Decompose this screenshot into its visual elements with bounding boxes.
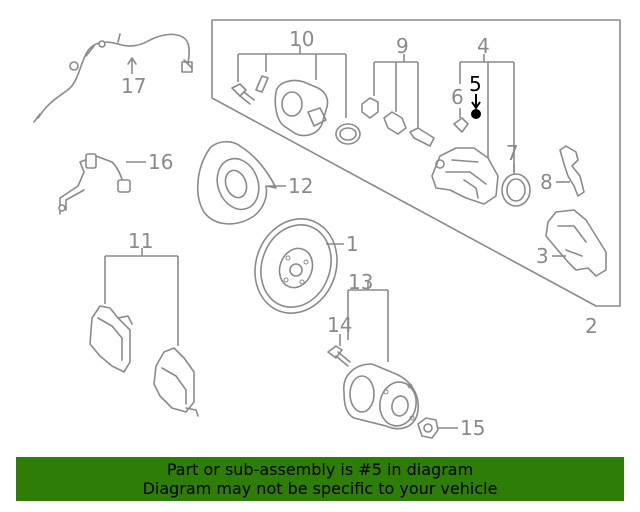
callout-5-highlighted: 5 bbox=[469, 72, 482, 96]
callout-8: 8 bbox=[540, 170, 553, 194]
banner-line-1: Part or sub-assembly is #5 in diagram bbox=[166, 460, 474, 479]
part-caliper-body bbox=[431, 147, 499, 205]
part-1-brake-rotor bbox=[254, 218, 344, 314]
callout-1: 1 bbox=[346, 232, 359, 256]
callout-3: 3 bbox=[536, 244, 549, 268]
part-16-hose-bracket bbox=[58, 153, 146, 215]
part-15-hub-nut bbox=[417, 417, 458, 439]
caliper-assembly-box bbox=[211, 19, 621, 307]
part-6-bleeder bbox=[453, 108, 469, 133]
part-7-piston-seal bbox=[501, 164, 531, 207]
part-9-guide-pins bbox=[361, 54, 435, 147]
parts-diagram: 17 16 11 12 bbox=[33, 19, 621, 440]
callout-6: 6 bbox=[451, 85, 464, 109]
callout-13: 13 bbox=[348, 270, 373, 294]
callout-12: 12 bbox=[288, 174, 313, 198]
callout-17: 17 bbox=[121, 74, 146, 98]
callout-11: 11 bbox=[128, 229, 153, 253]
part-14-hub-bolt bbox=[327, 334, 351, 367]
part-4-caliper-callouts bbox=[459, 54, 515, 172]
callout-7: 7 bbox=[506, 141, 519, 165]
part-12-dust-shield bbox=[196, 140, 286, 225]
info-banner: Part or sub-assembly is #5 in diagram Di… bbox=[16, 457, 624, 501]
callout-10: 10 bbox=[289, 27, 314, 51]
callout-15: 15 bbox=[460, 416, 485, 440]
callout-9: 9 bbox=[396, 34, 409, 58]
callout-2: 2 bbox=[585, 314, 598, 338]
part-13-wheel-hub bbox=[343, 282, 420, 430]
callout-16: 16 bbox=[148, 150, 173, 174]
callout-4: 4 bbox=[477, 34, 490, 58]
banner-line-2: Diagram may not be specific to your vehi… bbox=[142, 479, 498, 498]
part-17-abs-harness bbox=[33, 33, 193, 123]
part-5-bleeder-cap bbox=[471, 94, 481, 119]
part-10-brake-actuator bbox=[231, 46, 361, 145]
part-3-caliper-bracket bbox=[545, 209, 607, 277]
callout-14: 14 bbox=[327, 313, 352, 337]
part-8-spring-clip bbox=[556, 145, 585, 197]
part-11-brake-pads bbox=[89, 248, 199, 417]
